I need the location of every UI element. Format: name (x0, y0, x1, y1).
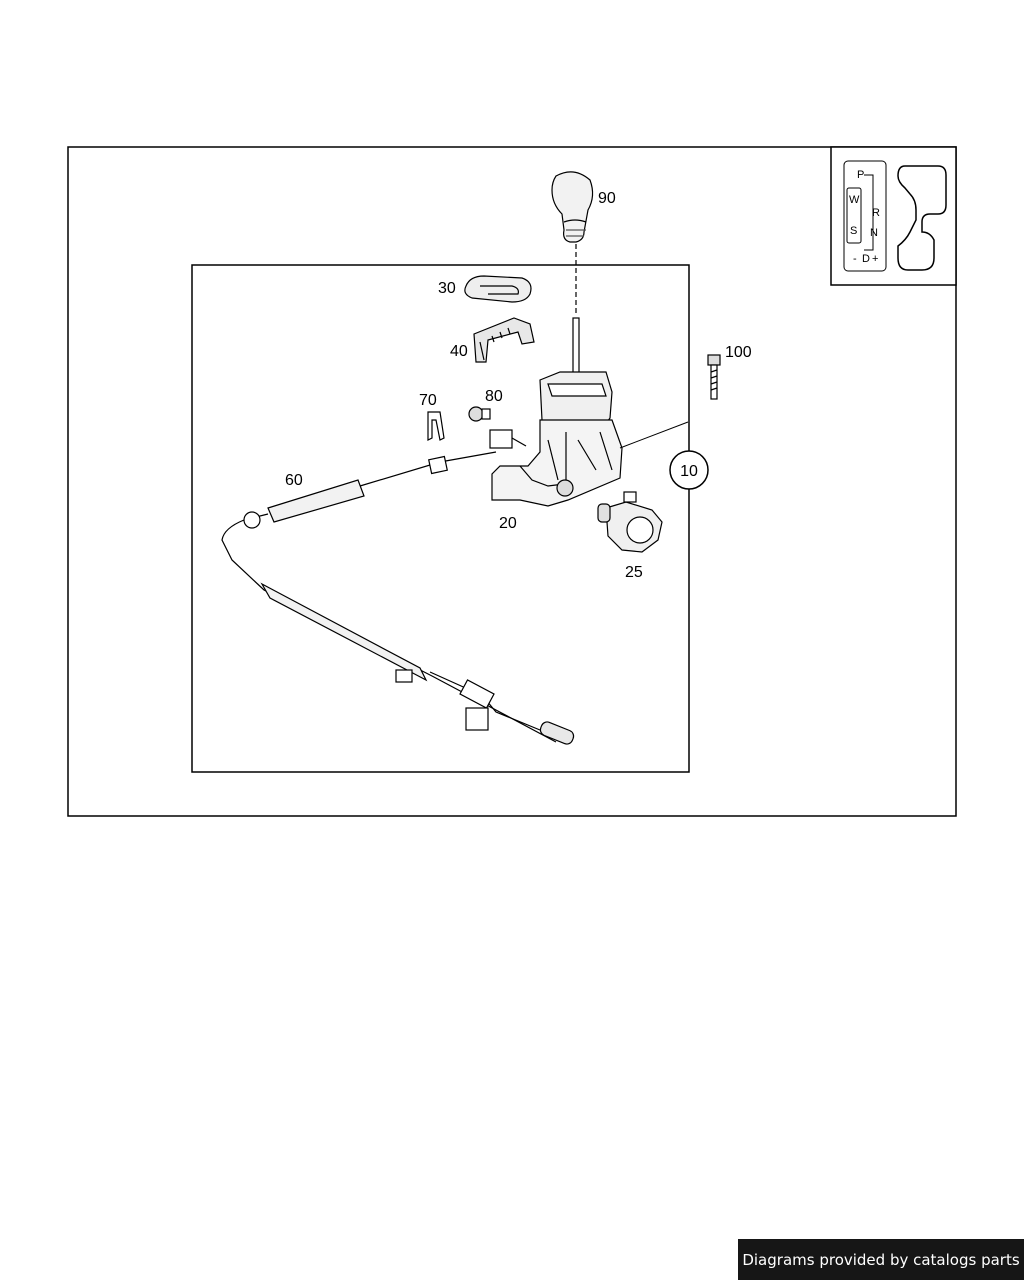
gear-d: D (862, 253, 870, 265)
assembly-frame (191, 264, 690, 773)
gear-r: R (872, 207, 880, 219)
shift-pattern-inset: P R N W S - D + (830, 146, 957, 286)
part-number-20: 20 (499, 515, 517, 532)
shift-cable (221, 429, 575, 745)
part-number-25: 25 (625, 564, 643, 581)
trim-piece (473, 317, 535, 363)
gear-p: P (857, 169, 864, 181)
part-number-40: 40 (450, 343, 468, 360)
gear-plus: + (872, 253, 878, 265)
part-number-70: 70 (419, 392, 437, 409)
part-number-10: 10 (680, 463, 698, 480)
footer-credit-text: Diagrams provided by catalogs parts (742, 1250, 1020, 1269)
gear-n: N (870, 227, 878, 239)
retaining-clip (427, 411, 445, 441)
assembly-callout (669, 450, 709, 490)
cover-plate (464, 275, 532, 303)
gear-s: S (850, 225, 857, 237)
part-number-100: 100 (725, 344, 752, 361)
part-number-30: 30 (438, 280, 456, 297)
shift-knob (551, 171, 594, 314)
part-number-90: 90 (598, 190, 616, 207)
footer-credit: Diagrams provided by catalogs parts (738, 1239, 1024, 1280)
part-number-60: 60 (285, 472, 303, 489)
gear-minus: - (853, 253, 857, 265)
bolt (707, 354, 721, 400)
outer-frame (67, 146, 957, 817)
nut (468, 406, 491, 422)
selector-switch (597, 491, 663, 553)
gear-w: W (849, 194, 860, 206)
part-number-80: 80 (485, 388, 503, 405)
gate-outline (897, 165, 947, 271)
shifter-housing (491, 317, 689, 507)
